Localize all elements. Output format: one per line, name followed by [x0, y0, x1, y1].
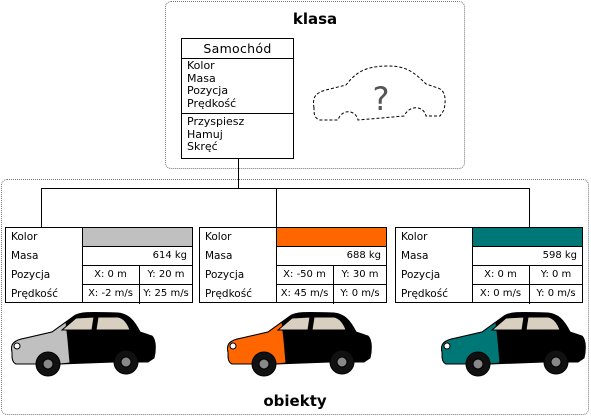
car-hubcap [120, 356, 132, 368]
row-divider [82, 246, 192, 247]
car-hubcap [472, 358, 484, 370]
position-x: X: 0 m [484, 269, 517, 280]
car-window [311, 316, 347, 331]
objects-region: obiekty [1, 179, 589, 415]
color-swatch [83, 228, 192, 246]
speed-y: Y: 0 m/s [333, 285, 386, 304]
uml-method: Hamuj [187, 127, 223, 141]
label-position: Pozycja [11, 269, 51, 281]
speed-x: X: 45 m/s [280, 288, 329, 299]
uml-class-box: Samochód Kolor Masa Pozycja Prędkość Prz… [181, 38, 294, 159]
uml-method: Skręć [187, 140, 218, 153]
uml-attribute: Pozycja [187, 84, 229, 97]
car-hubcap [42, 358, 54, 370]
car-hubcap [336, 356, 348, 368]
row-divider [276, 265, 386, 266]
car-headlight [229, 342, 237, 350]
mass-value: 598 kg [542, 250, 577, 261]
car-icon [11, 311, 156, 377]
mass-value: 688 kg [346, 250, 381, 261]
mass-value: 614 kg [152, 250, 187, 261]
label-speed: Prędkość [205, 288, 252, 300]
row-divider [82, 284, 192, 285]
row-divider [82, 265, 192, 266]
connector-drop-2 [276, 188, 277, 228]
label-mass: Masa [401, 250, 429, 262]
label-position: Pozycja [401, 269, 441, 281]
label-color: Kolor [11, 231, 38, 243]
row-divider [276, 284, 386, 285]
car-headlight [13, 342, 21, 350]
label-mass: Masa [205, 250, 233, 262]
abstract-car-silhouette: ? [313, 65, 446, 121]
car-window [276, 316, 311, 331]
uml-attribute: Masa [187, 71, 216, 85]
position-x: X: -50 m [283, 269, 326, 280]
label-speed: Prędkość [401, 288, 448, 300]
position-y: Y: 30 m [333, 266, 386, 285]
car-window [525, 316, 561, 331]
label-speed: Prędkość [11, 288, 58, 300]
objects-region-title: obiekty [263, 392, 327, 410]
uml-methods: Przyspiesz Hamuj Skręć [182, 114, 293, 154]
row-divider [472, 284, 582, 285]
car-window [60, 316, 95, 331]
label-position: Pozycja [205, 269, 245, 281]
speed-x: X: 0 m/s [479, 288, 522, 299]
speed-x: X: -2 m/s [88, 288, 133, 299]
connector-bar [41, 188, 530, 189]
object-card-2: Kolor Masa Pozycja Prędkość 688 kg X: -5… [199, 227, 387, 304]
connector-stem [238, 159, 239, 189]
car-icon [441, 311, 586, 377]
label-mass: Masa [11, 250, 39, 262]
row-divider [276, 246, 386, 247]
color-swatch [277, 228, 386, 246]
car-window [95, 316, 131, 331]
object-card-3: Kolor Masa Pozycja Prędkość 598 kg X: 0 … [395, 227, 583, 304]
color-swatch [473, 228, 582, 246]
car-icon [227, 311, 372, 377]
car-hubcap [258, 358, 270, 370]
position-y: Y: 0 m [529, 266, 582, 285]
car-headlight [443, 342, 451, 350]
uml-class-name: Samochód [182, 39, 293, 59]
connector-drop-3 [529, 188, 530, 228]
position-x: X: 0 m [94, 269, 127, 280]
car-hubcap [550, 356, 562, 368]
car-window [490, 316, 525, 331]
question-mark: ? [373, 80, 390, 118]
speed-y: Y: 0 m/s [529, 285, 582, 304]
connector-drop-1 [41, 188, 42, 228]
position-y: Y: 20 m [139, 266, 192, 285]
class-region: klasa [165, 1, 465, 169]
class-region-title: klasa [292, 10, 338, 28]
object-card-1: Kolor Masa Pozycja Prędkość 614 kg X: 0 … [5, 227, 193, 304]
label-color: Kolor [401, 231, 428, 243]
uml-attribute: Kolor [187, 59, 215, 72]
uml-method: Przyspiesz [187, 115, 245, 128]
uml-attributes: Kolor Masa Pozycja Prędkość [182, 59, 293, 114]
uml-attribute: Prędkość [187, 96, 237, 110]
label-color: Kolor [205, 231, 232, 243]
speed-y: Y: 25 m/s [139, 285, 192, 304]
row-divider [472, 246, 582, 247]
row-divider [472, 265, 582, 266]
